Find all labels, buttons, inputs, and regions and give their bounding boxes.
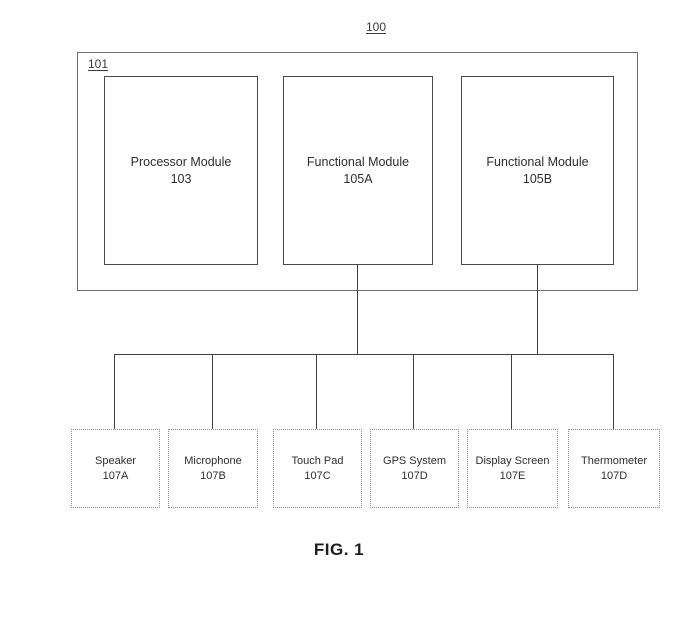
figure-caption: FIG. 1 xyxy=(313,540,365,559)
box-ref: 107D xyxy=(401,469,428,482)
box-name: Speaker xyxy=(95,454,136,467)
box-ref: 107C xyxy=(304,469,331,482)
drop-line-speaker xyxy=(114,354,115,429)
drop-line-touchpad xyxy=(316,354,317,429)
box-ref: 105A xyxy=(343,171,373,186)
box-name: Touch Pad xyxy=(291,454,344,467)
microphone-label: Microphone 107B xyxy=(184,454,241,484)
processor-module-box: Processor Module 103 xyxy=(104,76,258,265)
drop-line-thermometer xyxy=(613,354,614,429)
box-ref: 107A xyxy=(102,469,129,482)
box-ref: 107B xyxy=(200,469,226,482)
connector-line-module-a xyxy=(357,264,358,354)
functional-module-a-label: Functional Module 105A xyxy=(307,154,409,188)
box-ref: 107E xyxy=(499,469,526,482)
drop-line-display xyxy=(511,354,512,429)
box-name: Thermometer xyxy=(580,454,648,467)
box-ref: 103 xyxy=(170,171,192,186)
functional-module-b-label: Functional Module 105B xyxy=(486,154,588,188)
gps-system-label: GPS System 107D xyxy=(383,454,446,484)
box-name: Processor Module xyxy=(130,154,232,169)
bus-line xyxy=(114,354,614,355)
functional-module-a-box: Functional Module 105A xyxy=(283,76,433,265)
touchpad-box: Touch Pad 107C xyxy=(273,429,362,508)
touchpad-label: Touch Pad 107C xyxy=(292,454,344,484)
thermometer-box: Thermometer 107D xyxy=(568,429,660,508)
box-name: GPS System xyxy=(383,454,446,467)
box-name: Functional Module xyxy=(306,154,410,169)
box-ref: 105B xyxy=(522,171,553,186)
thermometer-label: Thermometer 107D xyxy=(581,454,647,484)
speaker-box: Speaker 107A xyxy=(71,429,160,508)
box-name: Display Screen xyxy=(475,454,550,467)
functional-module-b-box: Functional Module 105B xyxy=(461,76,614,265)
gps-system-box: GPS System 107D xyxy=(370,429,459,508)
box-name: Microphone xyxy=(184,454,242,467)
microphone-box: Microphone 107B xyxy=(168,429,258,508)
display-screen-box: Display Screen 107E xyxy=(467,429,558,508)
speaker-label: Speaker 107A xyxy=(95,454,136,484)
processor-module-label: Processor Module 103 xyxy=(131,154,232,188)
drop-line-microphone xyxy=(212,354,213,429)
display-screen-label: Display Screen 107E xyxy=(476,454,550,484)
connector-line-module-b xyxy=(537,264,538,354)
drop-line-gps xyxy=(413,354,414,429)
system-ref-101: 101 xyxy=(88,57,109,71)
box-ref: 107D xyxy=(600,469,628,482)
box-name: Functional Module xyxy=(486,154,589,169)
figure-ref-100: 100 xyxy=(365,20,387,34)
